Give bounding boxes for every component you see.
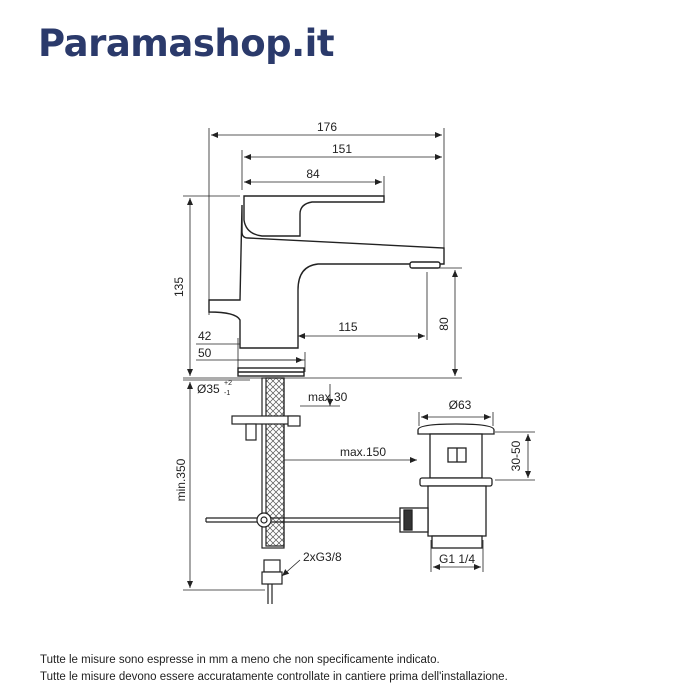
faucet-underside [205,377,400,604]
dim-35-tol-upper: +2 [224,380,232,387]
dim-84: 84 [306,167,320,181]
dim-135: 135 [172,277,186,297]
dim-115: 115 [338,320,357,334]
dim-30-50: 30-50 [509,440,523,471]
dim-63: Ø63 [449,398,472,412]
footnotes: Tutte le misure sono espresse in mm a me… [40,652,508,686]
dim-42: 42 [198,329,212,343]
dim-max150: max.150 [340,445,386,459]
dim-176: 176 [317,120,337,134]
dim-151: 151 [332,142,352,156]
dim-min350: min.350 [174,458,188,501]
footnote-1: Tutte le misure sono espresse in mm a me… [40,654,440,666]
dim-35: Ø35 [197,382,220,396]
dim-thread: 2xG3/8 [303,550,342,564]
faucet-body [208,195,445,377]
footnote-2: Tutte le misure devono essere accuratame… [40,671,508,683]
dim-max30: max.30 [308,390,348,404]
dim-35-tol-lower: -1 [224,390,230,397]
dim-50: 50 [198,346,212,360]
dimension-labels: 176 151 84 135 80 115 42 50 Ø35 +2 -1 ma… [172,120,523,566]
brand-logo: Paramashop.it [38,22,335,65]
pop-up-waste [399,423,495,549]
dim-g114: G1 1/4 [439,552,475,566]
dim-80: 80 [437,317,451,331]
